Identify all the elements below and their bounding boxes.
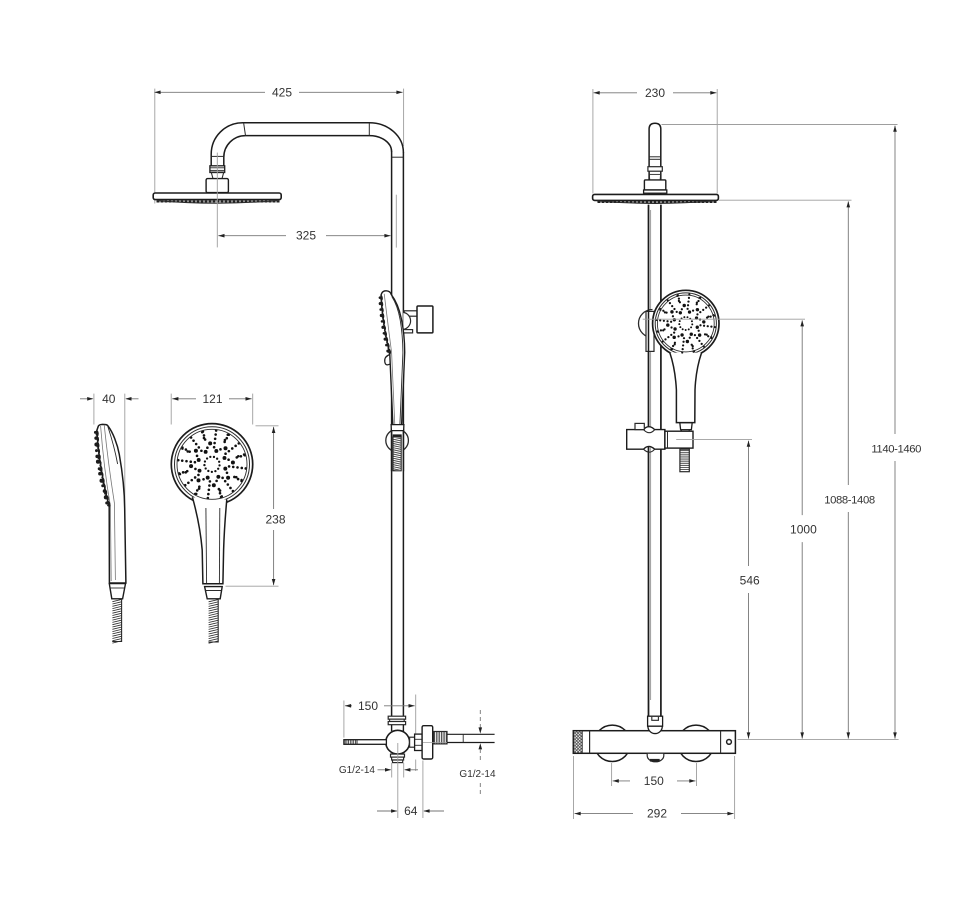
svg-text:150: 150 — [358, 699, 378, 713]
svg-text:G1/2-14: G1/2-14 — [339, 765, 376, 776]
svg-text:230: 230 — [645, 86, 665, 100]
svg-text:121: 121 — [202, 392, 222, 406]
svg-text:238: 238 — [265, 513, 285, 527]
svg-text:1140-1460: 1140-1460 — [871, 444, 921, 456]
svg-text:325: 325 — [296, 229, 316, 243]
svg-text:292: 292 — [647, 807, 667, 821]
svg-text:G1/2-14: G1/2-14 — [459, 769, 496, 780]
svg-text:425: 425 — [272, 85, 292, 99]
svg-text:1088-1408: 1088-1408 — [824, 495, 875, 507]
svg-text:40: 40 — [102, 392, 116, 406]
svg-text:546: 546 — [740, 574, 760, 588]
svg-text:150: 150 — [644, 774, 664, 788]
svg-text:1000: 1000 — [790, 523, 817, 537]
svg-text:64: 64 — [404, 804, 418, 818]
